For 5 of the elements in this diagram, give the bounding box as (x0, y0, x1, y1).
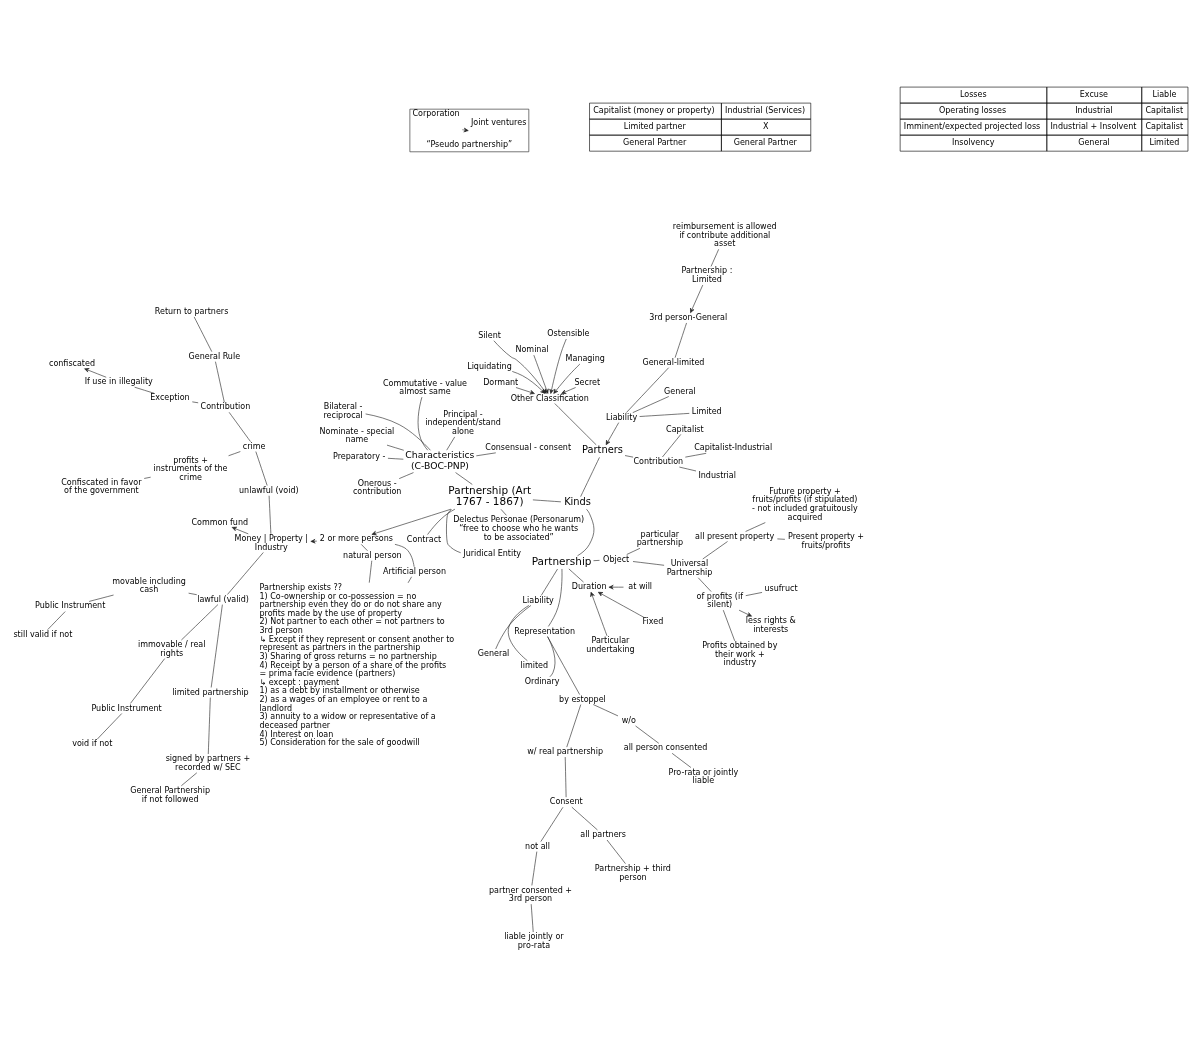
node-text: Kinds (564, 496, 592, 508)
node-text: Partnership (531, 554, 592, 567)
node-text: Partners (582, 444, 623, 456)
node-text: Partnership (Art 1767 - 1867) (448, 483, 532, 508)
node-text: Characteristics (C-BOC-PNP) (405, 449, 475, 471)
